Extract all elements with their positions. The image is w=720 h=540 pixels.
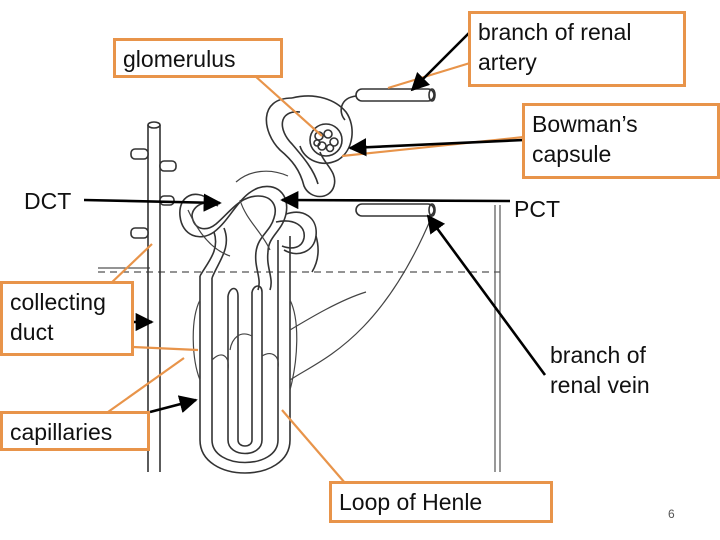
label-capillaries: capillaries bbox=[0, 411, 150, 451]
label-glomerulus: glomerulus bbox=[113, 38, 283, 78]
black-pointers bbox=[83, 31, 547, 414]
orange-pointers bbox=[107, 61, 525, 484]
label-renal-vein: branch of renal vein bbox=[546, 340, 686, 402]
capillary-network bbox=[187, 170, 433, 391]
page-number: 6 bbox=[668, 507, 675, 521]
label-renal-artery: branch of renal artery bbox=[468, 11, 686, 87]
diagram-frame bbox=[98, 205, 501, 472]
nephron-tubules bbox=[179, 88, 436, 474]
label-loop-of-henle: Loop of Henle bbox=[329, 481, 553, 523]
label-dct: DCT bbox=[20, 186, 84, 216]
label-bowmans-capsule: Bowman’s capsule bbox=[522, 103, 720, 179]
label-pct: PCT bbox=[510, 194, 574, 224]
label-collecting-duct: collecting duct bbox=[0, 281, 134, 356]
